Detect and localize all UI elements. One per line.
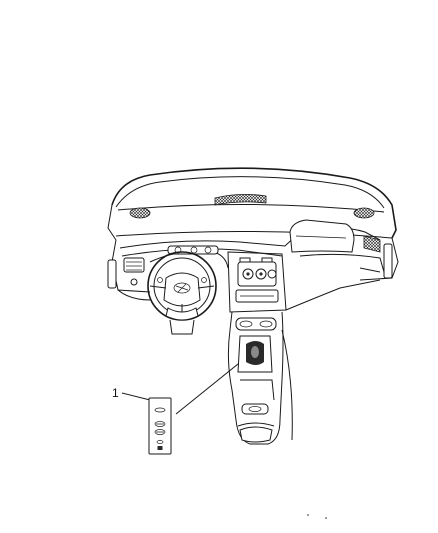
dashboard-illustration bbox=[107, 167, 399, 313]
callout-1: 1 bbox=[112, 386, 151, 401]
leader-line bbox=[175, 363, 239, 415]
callout-label: 1 bbox=[112, 386, 119, 400]
steering-wheel-icon bbox=[147, 251, 217, 335]
stray-mark bbox=[307, 514, 309, 516]
center-console-icon bbox=[227, 311, 293, 445]
stray-mark bbox=[325, 517, 327, 519]
switch-panel-icon bbox=[148, 397, 172, 455]
